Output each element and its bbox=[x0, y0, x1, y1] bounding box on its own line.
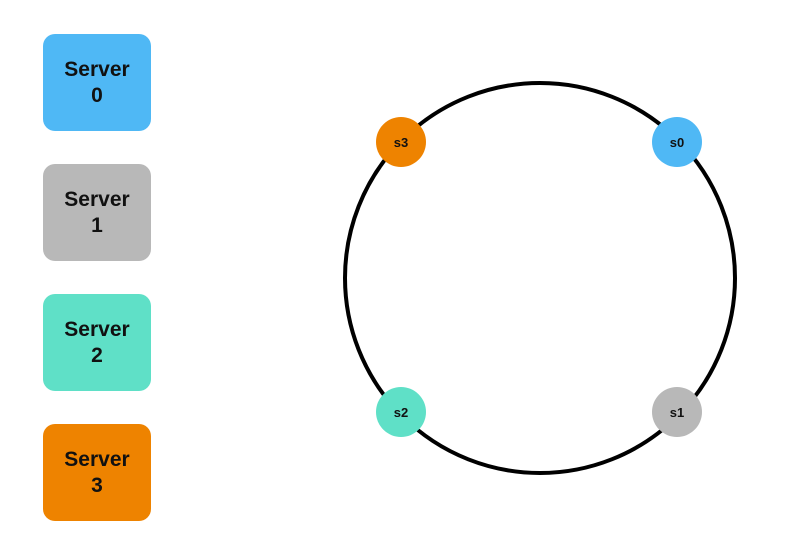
ring-node-s2: s2 bbox=[376, 387, 426, 437]
server-box-3: Server 3 bbox=[43, 424, 151, 521]
ring-node-s1: s1 bbox=[652, 387, 702, 437]
server-box-3-number: 3 bbox=[91, 473, 103, 497]
server-box-1: Server 1 bbox=[43, 164, 151, 261]
ring-node-s2-label: s2 bbox=[394, 405, 408, 420]
ring-node-s1-circle bbox=[652, 387, 702, 437]
server-box-2-number: 2 bbox=[91, 343, 103, 367]
ring-node-s2-circle bbox=[376, 387, 426, 437]
ring-node-s0-circle bbox=[652, 117, 702, 167]
server-box-2-label: Server bbox=[64, 317, 130, 341]
server-box-2: Server 2 bbox=[43, 294, 151, 391]
server-box-0: Server 0 bbox=[43, 34, 151, 131]
server-box-1-label: Server bbox=[64, 187, 130, 211]
ring-node-s1-label: s1 bbox=[670, 405, 684, 420]
ring-node-s3-label: s3 bbox=[394, 135, 408, 150]
server-box-0-number: 0 bbox=[91, 83, 103, 107]
server-box-3-label: Server bbox=[64, 447, 130, 471]
ring-node-s3: s3 bbox=[376, 117, 426, 167]
server-box-0-label: Server bbox=[64, 57, 130, 81]
ring-node-s0-label: s0 bbox=[670, 135, 684, 150]
ring-node-s0: s0 bbox=[652, 117, 702, 167]
ring-node-s3-circle bbox=[376, 117, 426, 167]
hash-ring bbox=[343, 81, 737, 475]
server-box-1-number: 1 bbox=[91, 213, 103, 237]
